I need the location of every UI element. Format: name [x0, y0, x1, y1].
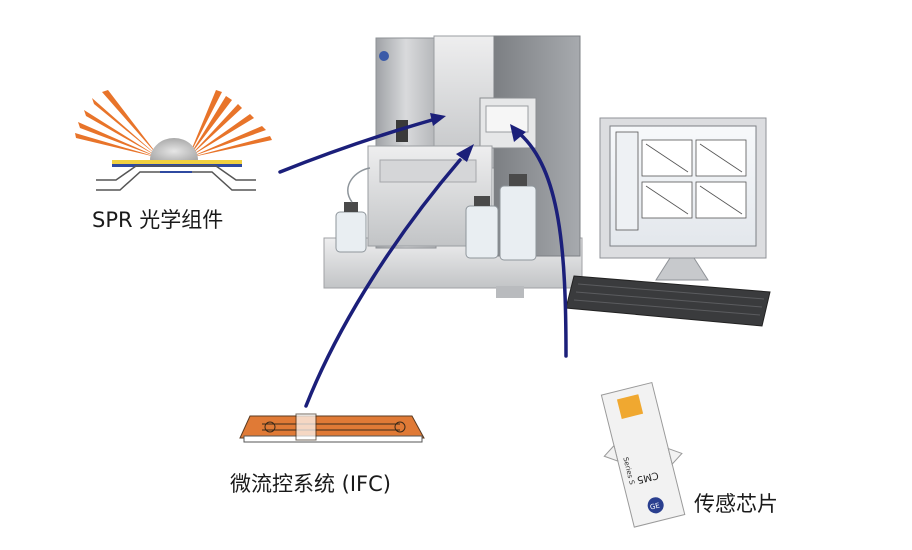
computer-workstation: [565, 117, 771, 327]
spr-optics-illustration: [75, 90, 272, 191]
instrument-status-panel: [396, 120, 408, 142]
arrow-ifc-to-instrument: [304, 158, 462, 408]
buffer-bottle-3: [499, 185, 537, 261]
flow-cell-outline: [96, 165, 256, 191]
chip-brand-text: GE: [649, 501, 661, 511]
sensor-chip-label: 传感芯片: [694, 492, 778, 516]
arrow-spr-to-instrument: [278, 118, 434, 174]
chip-brand-logo: [647, 497, 664, 514]
sensor-layer-yellow: [112, 160, 242, 164]
buffer-bottle-2: [465, 205, 499, 259]
chip-gold-surface: [616, 394, 644, 419]
instrument-hatch-window: [485, 105, 529, 133]
chip-notch-right: [667, 447, 683, 466]
prism-dome: [150, 138, 198, 160]
microfluidics-label: 微流控系统 (IFC): [230, 472, 391, 496]
keyboard: [565, 275, 771, 327]
ifc-cartridge: [239, 413, 425, 443]
chip-type-text: CM5: [636, 469, 660, 485]
chip-notch-left: [603, 444, 619, 462]
buffer-bottles: [335, 167, 537, 261]
arrows: [278, 113, 568, 408]
spr-optics-label: SPR 光学组件: [92, 208, 224, 232]
sensor-chip: Series S CM5 GE: [600, 381, 686, 528]
arrow-chip-to-instrument: [518, 132, 568, 358]
monitor-stand: [655, 257, 709, 281]
laser-fan-left: [75, 90, 160, 158]
instrument-logo: [379, 51, 389, 61]
keyboard-keys: [573, 283, 765, 316]
ifc-body: [239, 415, 425, 439]
buffer-bottle-1: [335, 211, 367, 253]
software-plots: [615, 131, 747, 231]
laser-fan-right: [188, 90, 272, 158]
